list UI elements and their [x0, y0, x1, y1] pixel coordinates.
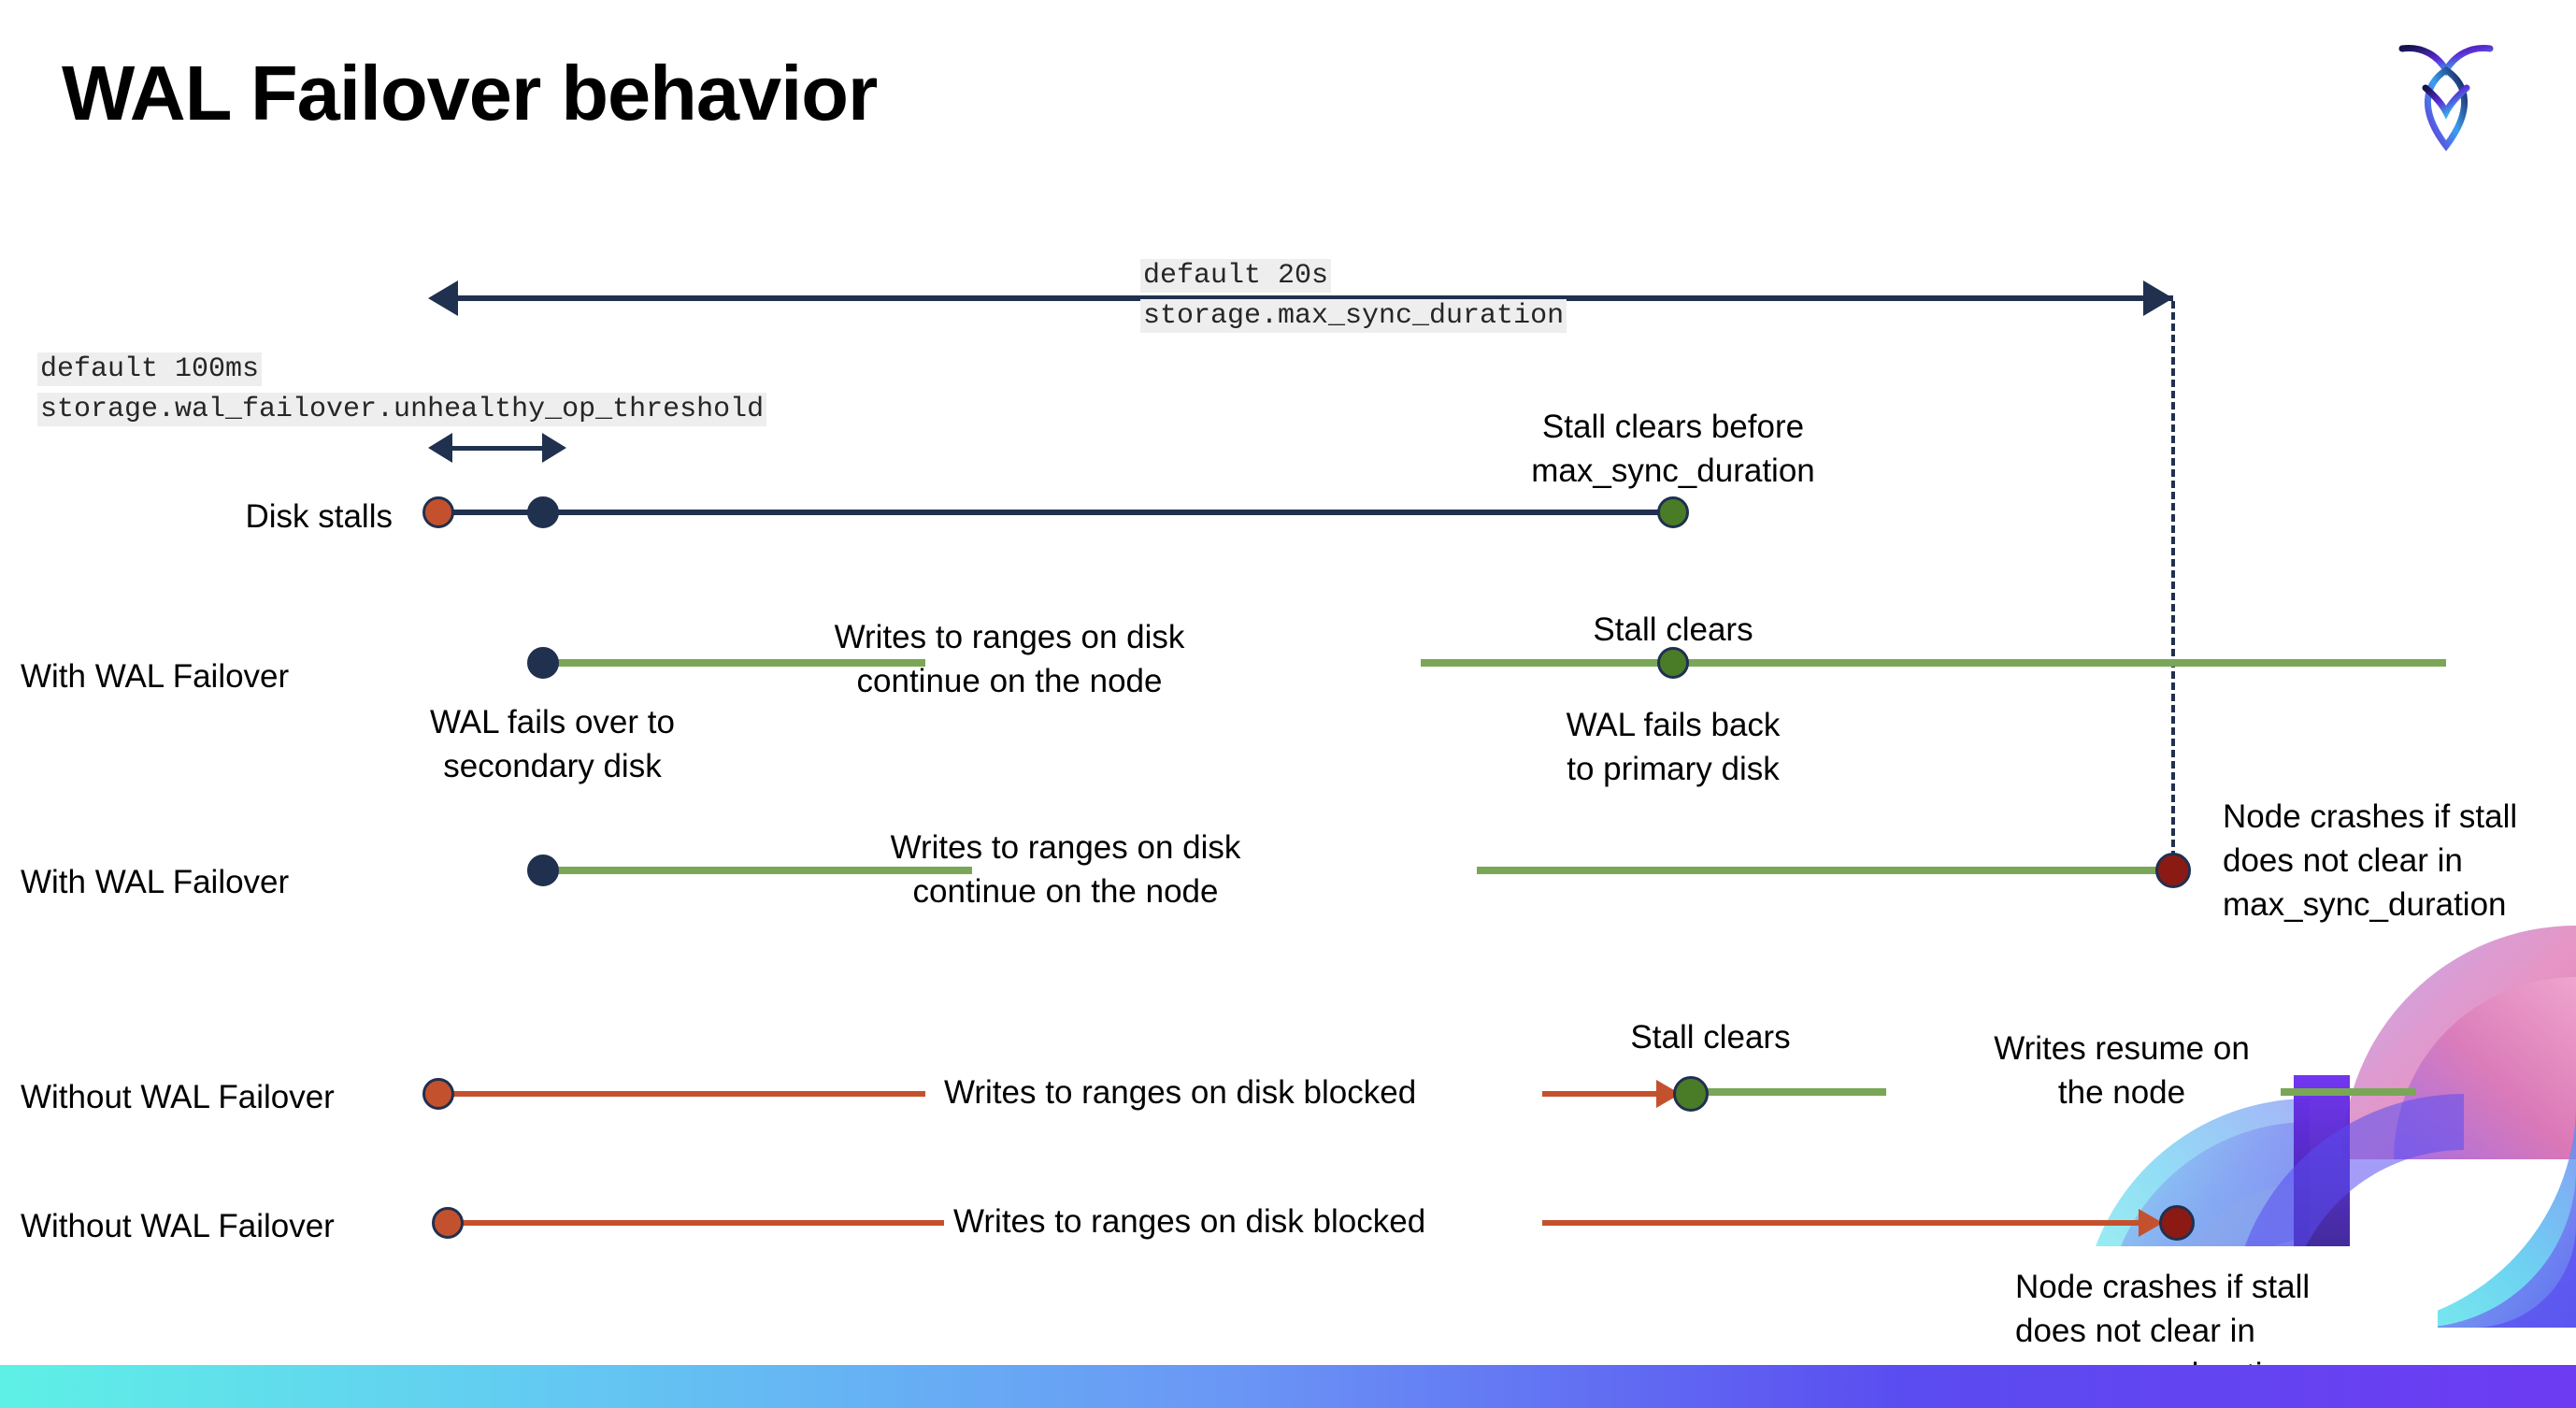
without-wal-failover-1-blocked-segment [439, 1091, 925, 1097]
max-sync-span-left-arrowhead [428, 280, 458, 316]
node-crashes-row3-line2: does not clear in [2223, 842, 2463, 879]
bottom-gradient-bar [0, 1365, 2576, 1408]
wal-failover-start-marker-row2 [527, 647, 559, 679]
stall-clears-marker-row1 [1657, 496, 1689, 528]
writes-blocked-note-row4: Writes to ranges on disk blocked [944, 1074, 1417, 1111]
stall-clears-marker-row4 [1673, 1076, 1709, 1112]
with-wal-failover-1-segment-right [1421, 659, 2446, 667]
without-wal-failover-1-resume-segment-far [2281, 1088, 2416, 1096]
max-sync-setting-text: storage.max_sync_duration [1140, 299, 1567, 333]
node-crash-marker-row3 [2155, 853, 2191, 888]
unhealthy-setting-text: storage.wal_failover.unhealthy_op_thresh… [37, 393, 767, 426]
cockroachdb-logo-icon [2395, 28, 2497, 154]
wal-fails-over-note: WAL fails over to secondary disk [365, 700, 739, 788]
wal-fails-back-note: WAL fails back to primary disk [1505, 703, 1841, 791]
without-wal-failover-2-blocked-segment [449, 1220, 944, 1226]
writes-continue-row3-line2: continue on the node [912, 873, 1219, 910]
with-wal-failover-2-segment-right [1477, 867, 2168, 874]
row-label-disk-stalls: Disk stalls [245, 498, 393, 535]
stall-clears-before-line2: max_sync_duration [1531, 453, 1815, 489]
writes-continue-note-row3: Writes to ranges on disk continue on the… [841, 826, 1290, 913]
stall-start-marker-row4 [422, 1078, 454, 1110]
disk-stall-start-marker [422, 496, 454, 528]
node-crash-marker-row5 [2159, 1205, 2195, 1241]
stall-clears-note-row2: Stall clears [1593, 611, 1753, 648]
node-crashes-row3-line1: Node crashes if stall [2223, 798, 2518, 835]
wal-fails-over-line1: WAL fails over to [430, 704, 675, 740]
writes-resume-note: Writes resume on the node [1935, 1027, 2309, 1114]
with-wal-failover-2-segment-left [540, 867, 972, 874]
with-wal-failover-1-segment-left [540, 659, 925, 667]
node-crashes-row5-line1: Node crashes if stall [2015, 1269, 2311, 1305]
unhealthy-threshold-right-arrowhead [542, 433, 566, 463]
node-crashes-row3-line3: max_sync_duration [2223, 886, 2507, 923]
unhealthy-op-threshold-annotation: default 100ms storage.wal_failover.unhea… [37, 350, 767, 430]
without-wal-failover-1-blocked-segment-2 [1542, 1091, 1659, 1097]
max-sync-span-right-arrowhead [2143, 280, 2173, 316]
writes-continue-row2-line2: continue on the node [856, 663, 1163, 699]
without-wal-failover-2-arrowhead [2139, 1209, 2163, 1237]
node-crashes-row5-line2: does not clear in [2015, 1313, 2255, 1349]
row-label-with-wal-failover-2: With WAL Failover [21, 864, 290, 900]
writes-resume-line2: the node [2057, 1074, 2186, 1111]
writes-blocked-note-row5: Writes to ranges on disk blocked [953, 1203, 1426, 1240]
wal-fails-back-line1: WAL fails back [1566, 707, 1781, 743]
row-label-with-wal-failover-1: With WAL Failover [21, 658, 290, 695]
row-label-without-wal-failover-2: Without WAL Failover [21, 1208, 335, 1244]
writes-continue-note-row2: Writes to ranges on disk continue on the… [785, 615, 1234, 703]
without-wal-failover-1-resume-segment [1696, 1088, 1886, 1096]
max-sync-default-text: default 20s [1140, 259, 1332, 293]
writes-continue-row3-line1: Writes to ranges on disk [890, 829, 1241, 866]
stall-clears-marker-row2 [1657, 647, 1689, 679]
writes-resume-line1: Writes resume on [1994, 1030, 2250, 1067]
wal-failover-trigger-marker [527, 496, 559, 528]
stall-clears-before-line1: Stall clears before [1541, 409, 1805, 445]
stall-clears-before-note: Stall clears before max_sync_duration [1486, 405, 1860, 493]
wal-fails-back-line2: to primary disk [1567, 751, 1780, 787]
disk-stalls-timeline [439, 510, 1673, 515]
page-title: WAL Failover behavior [62, 50, 878, 136]
node-crashes-note-row3: Node crashes if stall does not clear in … [2223, 795, 2576, 927]
writes-continue-row2-line1: Writes to ranges on disk [834, 619, 1185, 655]
unhealthy-threshold-span-line [449, 446, 547, 451]
wal-failover-start-marker-row3 [527, 855, 559, 886]
without-wal-failover-2-blocked-segment-2 [1542, 1220, 2154, 1226]
unhealthy-threshold-left-arrowhead [428, 433, 452, 463]
row-label-without-wal-failover-1: Without WAL Failover [21, 1079, 335, 1115]
max-sync-duration-span-line [439, 295, 2173, 301]
wal-fails-over-line2: secondary disk [443, 748, 662, 784]
max-sync-duration-guide-line [2171, 301, 2175, 881]
stall-start-marker-row5 [432, 1207, 464, 1239]
stall-clears-note-row4: Stall clears [1630, 1019, 1791, 1056]
max-sync-duration-annotation: default 20s storage.max_sync_duration [1140, 256, 1567, 337]
unhealthy-default-text: default 100ms [37, 352, 263, 386]
